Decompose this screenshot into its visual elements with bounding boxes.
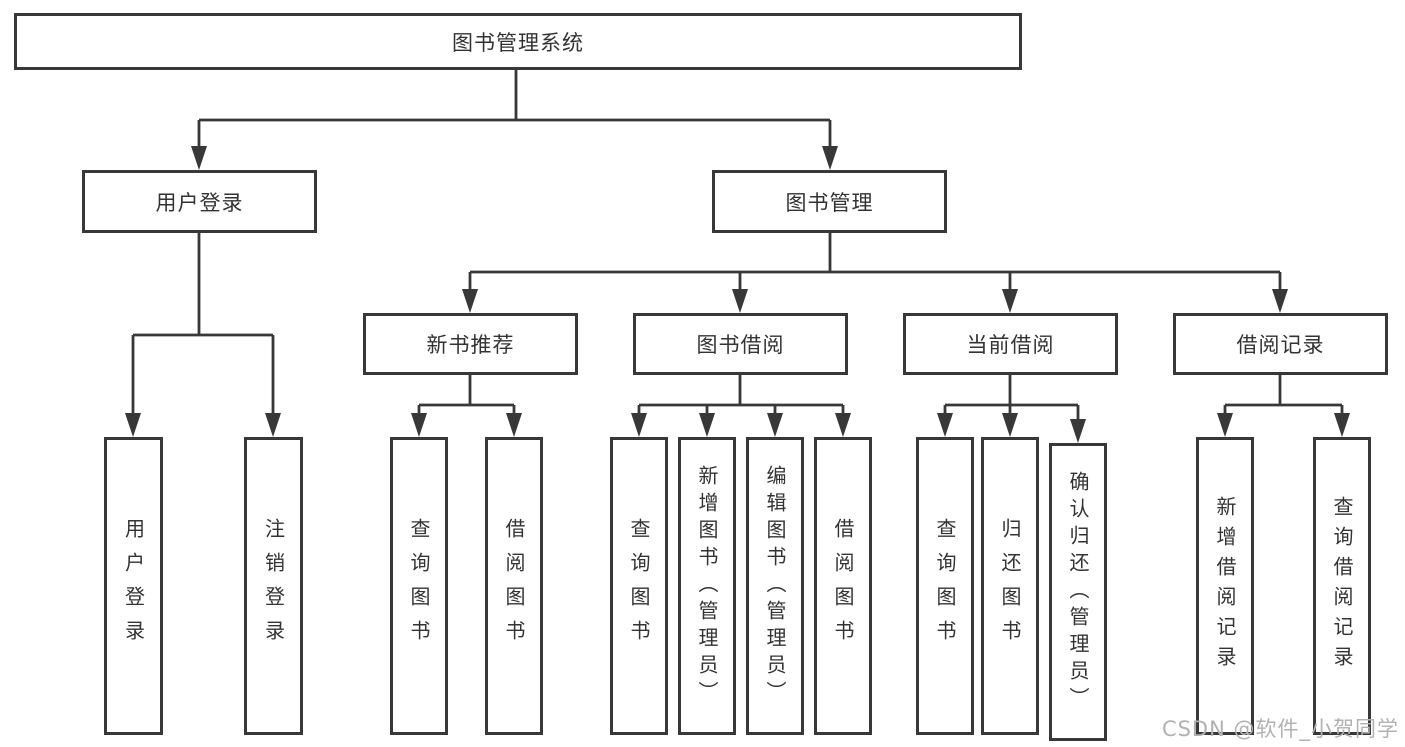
connector-book-management-children <box>462 233 1288 313</box>
node-current-borrowing: 当前借阅 <box>903 313 1118 375</box>
node-user-login: 用户登录 <box>82 170 317 233</box>
node-borrowing-records: 借阅记录 <box>1173 313 1388 375</box>
connector-user-login-children <box>125 233 281 437</box>
node-label: 用户登录 <box>121 518 146 654</box>
node-label: 查询图书 <box>627 518 651 654</box>
connector-line <box>197 70 832 150</box>
node-book-borrowing: 图书借阅 <box>633 313 848 375</box>
leaf-current-return-books: 归还图书 <box>981 437 1039 735</box>
leaf-borrowing-edit-books: 编辑图书（管理员） <box>746 437 804 735</box>
arrowhead-current-query <box>937 413 953 437</box>
node-label: 新增图书（管理员） <box>695 464 719 708</box>
node-label: 借阅图书 <box>831 518 855 654</box>
connector-line <box>417 375 516 417</box>
leaf-current-query-books: 查询图书 <box>916 437 974 735</box>
leaf-user-login: 用户登录 <box>104 437 163 735</box>
arrowhead-borrowing-borrow <box>835 413 851 437</box>
arrowhead-borrowing-records <box>1272 289 1288 313</box>
arrowhead-recommend-query <box>411 413 427 437</box>
arrowhead-borrowing-add <box>699 413 715 437</box>
leaf-records-add-record: 新增借阅记录 <box>1196 437 1254 735</box>
connector-borrowing-records-children <box>1217 375 1350 437</box>
leaf-current-confirm-return: 确认归还（管理员） <box>1049 443 1107 741</box>
node-label: 编辑图书（管理员） <box>763 464 787 708</box>
node-label: 确认归还（管理员） <box>1066 470 1090 714</box>
arrowhead-records-query <box>1334 413 1350 437</box>
csdn-watermark: CSDN @软件_小贺同学 <box>1161 717 1399 741</box>
node-label: 新增借阅记录 <box>1213 496 1237 676</box>
arrowhead-leaf-logout <box>265 413 281 437</box>
node-label: 借阅记录 <box>1236 333 1325 357</box>
leaf-borrowing-query-books: 查询图书 <box>610 437 668 735</box>
node-book-management: 图书管理 <box>712 170 947 233</box>
arrowhead-borrowing-edit <box>767 413 783 437</box>
node-new-book-recommend: 新书推荐 <box>363 313 578 375</box>
node-label: 查询借阅记录 <box>1330 496 1354 676</box>
connector-line <box>468 233 1282 293</box>
node-label: 图书借阅 <box>696 333 785 357</box>
arrowhead-book-management <box>822 146 838 170</box>
connector-line <box>637 375 845 417</box>
arrowhead-current-return <box>1002 413 1018 437</box>
arrowhead-borrowing-query <box>631 413 647 437</box>
node-label: 图书管理系统 <box>452 30 584 55</box>
node-label: 注销登录 <box>261 518 286 654</box>
leaf-records-query-record: 查询借阅记录 <box>1313 437 1371 735</box>
leaf-recommend-borrow-books: 借阅图书 <box>485 437 543 735</box>
arrowhead-leaf-user-login <box>125 413 141 437</box>
connector-line <box>943 375 1080 423</box>
arrowhead-new-book-recommend <box>462 289 478 313</box>
leaf-recommend-query-books: 查询图书 <box>390 437 448 735</box>
node-label: 归还图书 <box>998 518 1022 654</box>
connector-line <box>1223 375 1344 417</box>
arrowhead-user-login <box>191 146 207 170</box>
arrowhead-current-borrowing <box>1002 289 1018 313</box>
connector-new-book-recommend-children <box>411 375 522 437</box>
arrowhead-book-borrowing <box>732 289 748 313</box>
leaf-logout: 注销登录 <box>244 437 303 735</box>
node-label: 新书推荐 <box>426 333 515 357</box>
node-label: 图书管理 <box>785 190 874 215</box>
connector-root-to-level2 <box>191 70 838 170</box>
arrowhead-current-confirm <box>1070 419 1086 443</box>
node-label: 查询图书 <box>407 518 431 654</box>
leaf-borrowing-add-books: 新增图书（管理员） <box>678 437 736 735</box>
connector-current-borrowing-children <box>937 375 1086 443</box>
leaf-borrowing-borrow-books: 借阅图书 <box>814 437 872 735</box>
connector-line <box>131 233 275 417</box>
arrowhead-recommend-borrow <box>506 413 522 437</box>
node-label: 查询图书 <box>933 518 957 654</box>
arrowhead-records-add <box>1217 413 1233 437</box>
node-label: 用户登录 <box>155 190 244 215</box>
node-label: 借阅图书 <box>502 518 526 654</box>
node-label: 当前借阅 <box>966 333 1055 357</box>
connector-book-borrowing-children <box>631 375 851 437</box>
node-library-management-system: 图书管理系统 <box>14 13 1022 70</box>
